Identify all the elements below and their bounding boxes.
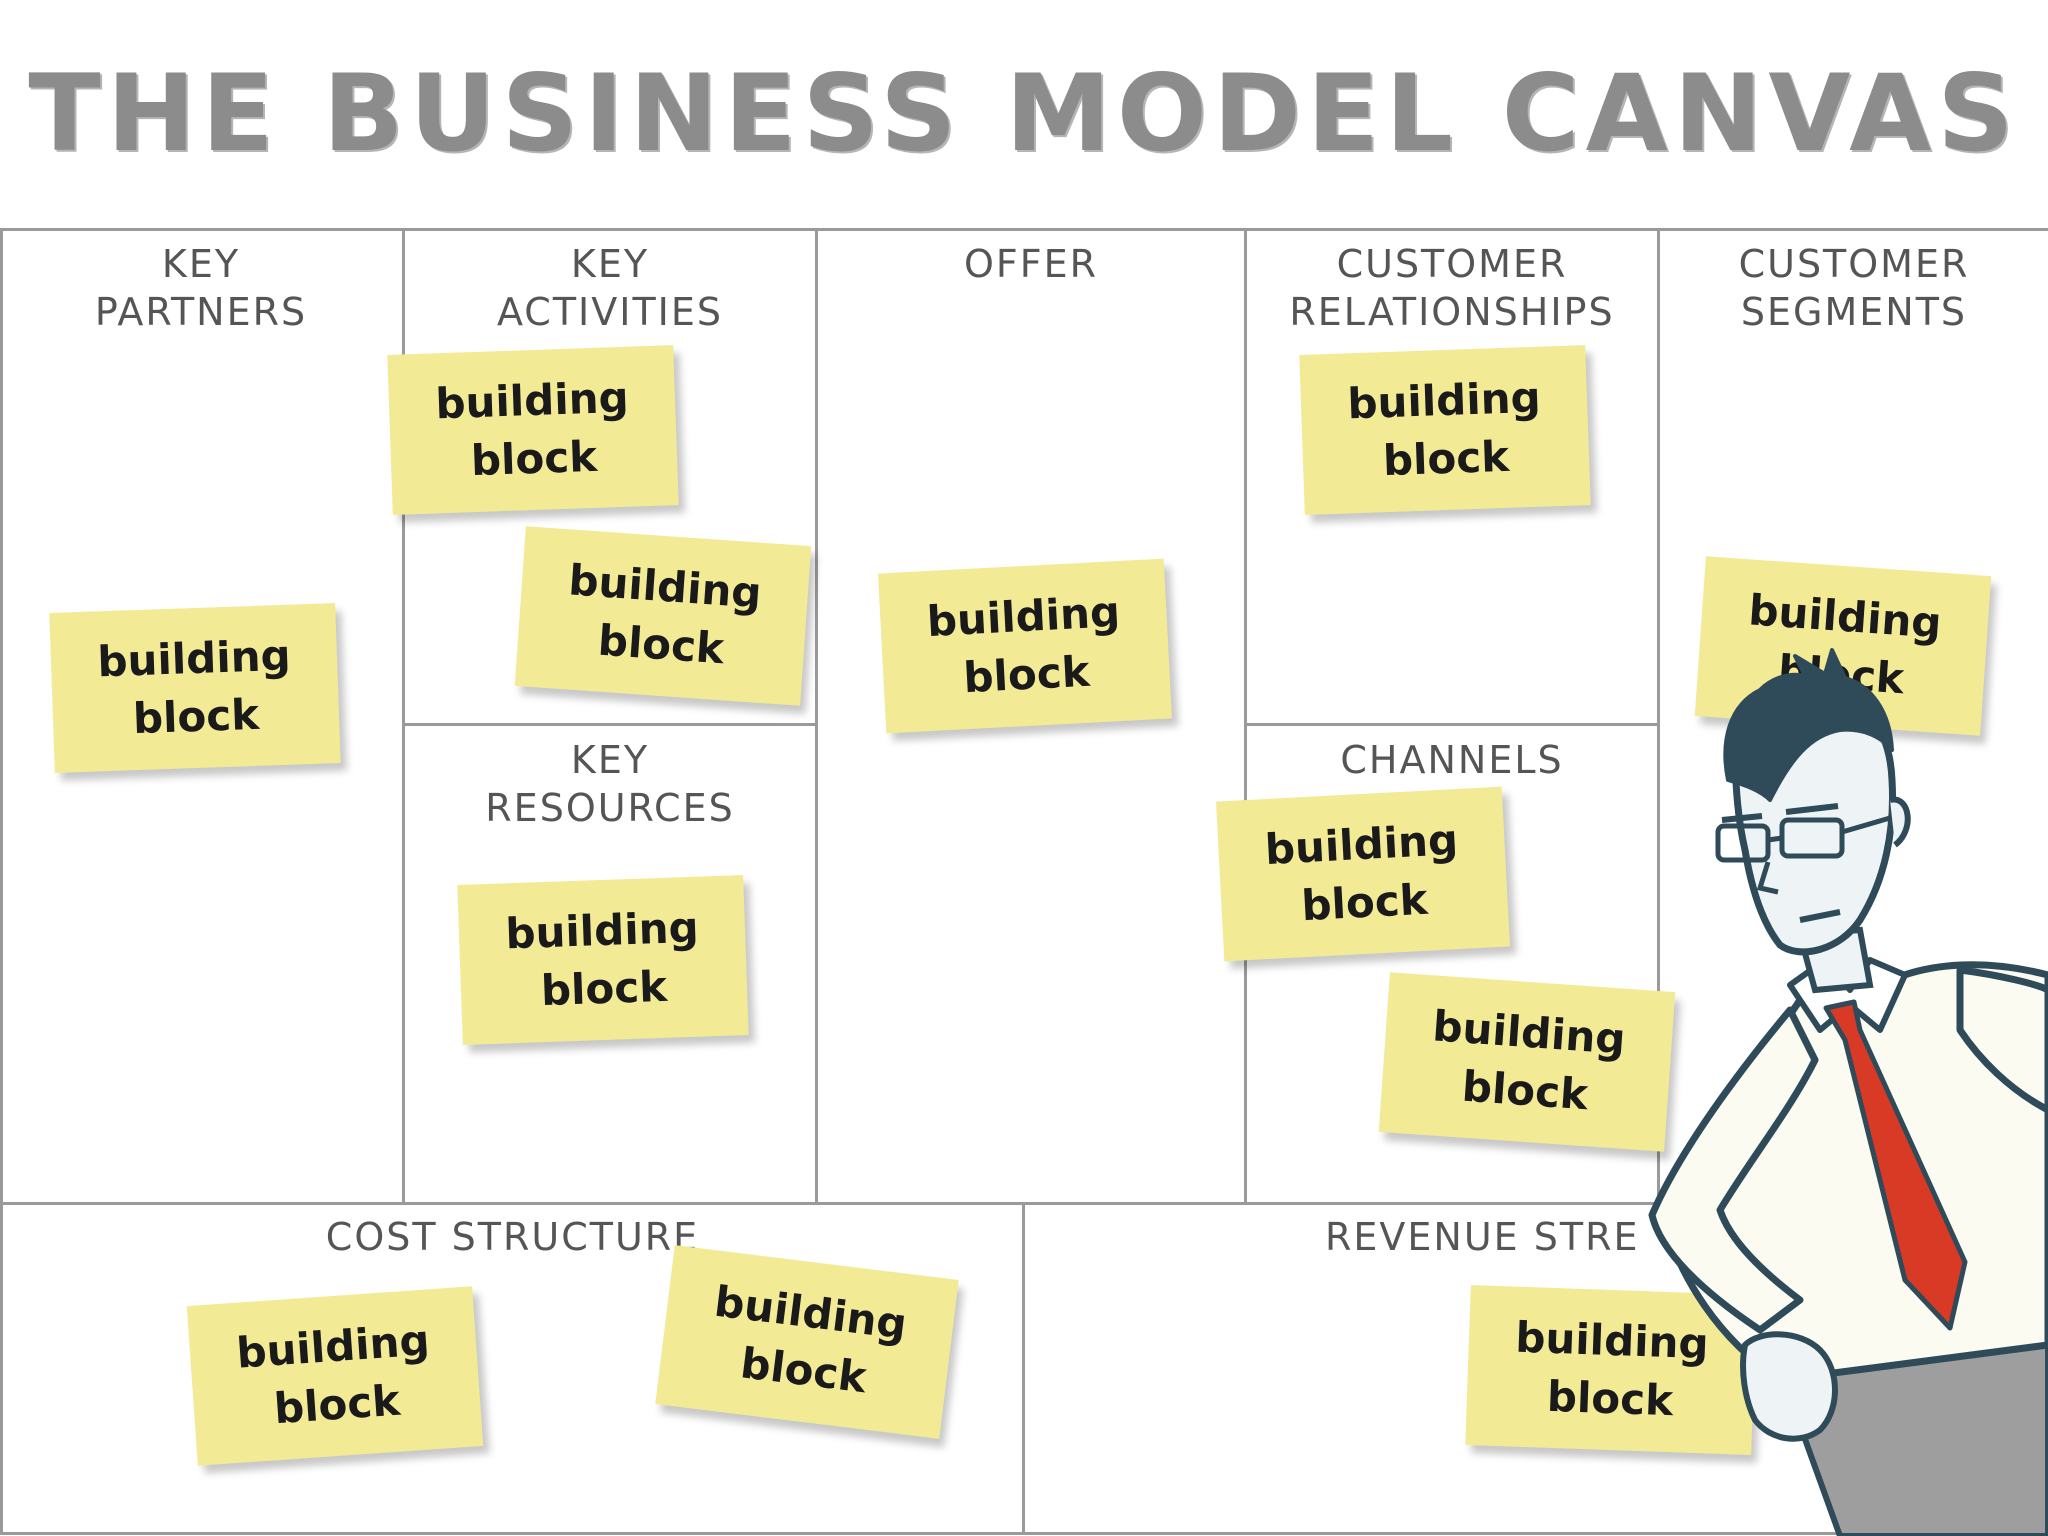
grid-divider-v4 [1657, 228, 1660, 1204]
presenter-hair [1723, 648, 1894, 802]
grid-divider-h-left [402, 723, 818, 726]
label-offer: OFFER [963, 242, 1099, 286]
canvas-title: THE BUSINESS MODEL CANVAS [28, 52, 2020, 175]
presenter-tie [1823, 999, 1968, 1331]
grid-left-border [0, 228, 3, 1534]
label-key-partners: KEY PARTNERS [94, 242, 308, 334]
label-cost-structure: COST STRUCTURE [325, 1215, 700, 1259]
label-key-resources: KEY RESOURCES [485, 738, 735, 830]
presenter-hand [1740, 1331, 1838, 1442]
presenter-left-arm [1648, 1006, 1819, 1334]
presenter-ear [1889, 796, 1911, 848]
grid-top-border [0, 228, 2048, 231]
label-customer-segments: CUSTOMER SEGMENTS [1738, 242, 1970, 334]
presenter-eyebrows [1721, 803, 1839, 823]
label-customer-relationships: CUSTOMER RELATIONSHIPS [1289, 242, 1615, 334]
presenter-glasses [1715, 815, 1891, 863]
grid-divider-v2 [815, 228, 818, 1204]
grid-divider-v1 [402, 228, 405, 1204]
presenter-mouth [1799, 909, 1841, 923]
grid-divider-v3 [1244, 228, 1247, 1204]
label-channels: CHANNELS [1340, 738, 1564, 782]
grid-divider-bottom [1022, 1202, 1025, 1534]
grid-divider-h-right [1244, 723, 1660, 726]
label-key-activities: KEY ACTIVITIES [496, 242, 724, 334]
label-revenue-streams: REVENUE STRE [1325, 1215, 1640, 1259]
presenter-nose [1756, 861, 1779, 895]
